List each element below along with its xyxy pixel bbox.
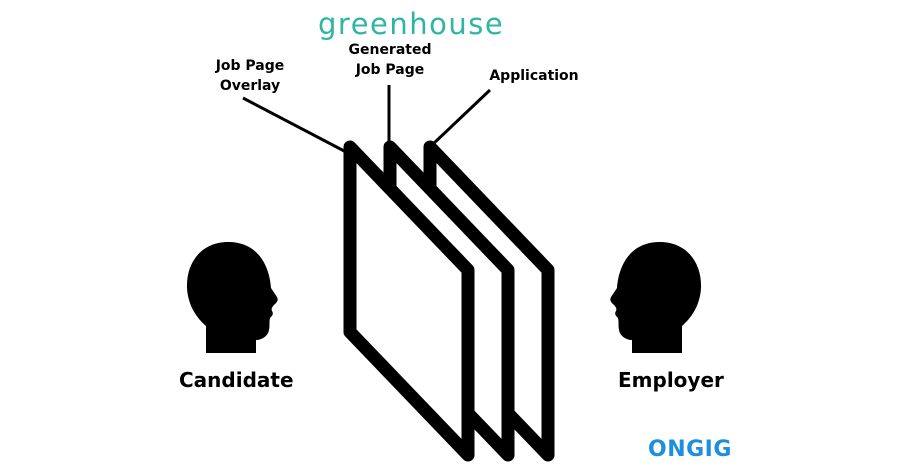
candidate-head-icon	[186, 242, 278, 353]
ongig-logo: ONGIG	[648, 437, 732, 462]
label-job-page-overlay-line2: Overlay	[219, 78, 281, 94]
label-application-line1: Application	[489, 68, 579, 84]
label-job-page-overlay-line1: Job Page	[215, 58, 285, 74]
greenhouse-logo: greenhouse	[318, 7, 505, 41]
label-job-page-overlay: Job Page Overlay	[200, 56, 300, 96]
callout-line-job-page-overlay	[242, 96, 349, 155]
layer-job-page-overlay	[343, 140, 475, 462]
callout-line-application	[430, 88, 492, 147]
candidate-label: Candidate	[179, 368, 294, 392]
employer-head-icon	[610, 242, 702, 353]
label-generated-job-page-line2: Job Page	[355, 62, 425, 78]
employer-label: Employer	[618, 368, 724, 392]
label-generated-job-page: Generated Job Page	[340, 40, 440, 80]
label-application: Application	[478, 66, 590, 86]
label-generated-job-page-line1: Generated	[348, 42, 432, 58]
